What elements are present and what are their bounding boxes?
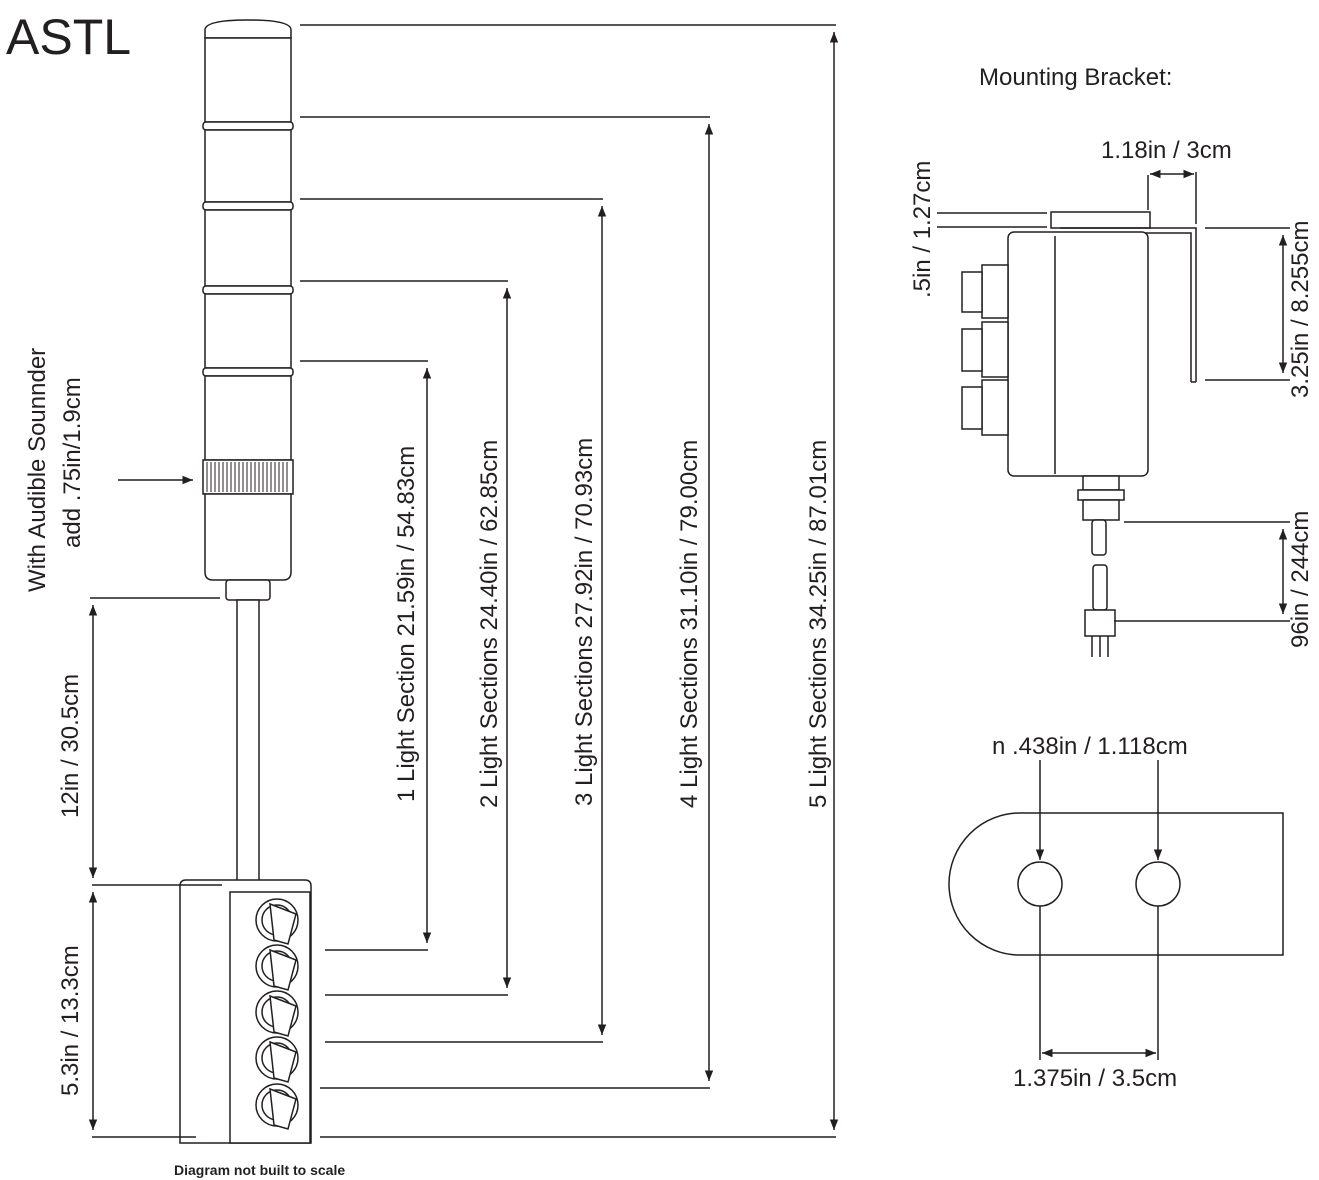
cord-length-label: 96in / 244cm [1287, 511, 1314, 648]
label-2-light-sections: 2 Light Sections 24.40in / 62.85cm [476, 440, 503, 808]
height-dimension-lines [300, 24, 839, 1138]
control-box [179, 879, 312, 1144]
bracket-title: Mounting Bracket: [979, 64, 1172, 91]
bracket-width-label: 1.18in / 3cm [1101, 137, 1232, 164]
selector-switch [255, 1083, 299, 1130]
label-4-light-sections: 4 Light Sections 31.10in / 79.00cm [676, 440, 703, 808]
label-1-light-section: 1 Light Section 21.59in / 54.83cm [393, 446, 420, 802]
selector-switch [255, 1036, 299, 1083]
selector-switch [255, 990, 299, 1037]
sounder-note-line1: With Audible Sounnder [24, 348, 51, 592]
selector-switch [255, 944, 299, 991]
bracket-side-view [961, 211, 1197, 657]
box-height-dimension [88, 892, 196, 1138]
bracket-height-label: 3.25in / 8.255cm [1287, 221, 1314, 398]
cable-length-label: 12in / 30.5cm [57, 674, 84, 818]
sounder-note-line2: add .75in/1.9cm [59, 377, 86, 548]
box-height-label: 5.3in / 13.3cm [57, 945, 84, 1096]
bracket-plate-top-view [948, 812, 1284, 956]
scale-note: Diagram not built to scale [174, 1162, 345, 1178]
stack-light-tower [202, 19, 294, 891]
page-title: ASTL [6, 9, 131, 65]
hole-spacing-label: 1.375in / 3.5cm [1013, 1065, 1177, 1092]
cable-length-dimension [88, 597, 222, 886]
label-5-light-sections: 5 Light Sections 34.25in / 87.01cm [805, 440, 832, 808]
selector-switch [255, 898, 299, 945]
hole-diameter-label: n .438in / 1.118cm [992, 733, 1188, 760]
label-3-light-sections: 3 Light Sections 27.92in / 70.93cm [571, 438, 598, 806]
audible-sounder [202, 459, 294, 495]
bracket-thickness-label: .5in / 1.27cm [909, 161, 936, 298]
